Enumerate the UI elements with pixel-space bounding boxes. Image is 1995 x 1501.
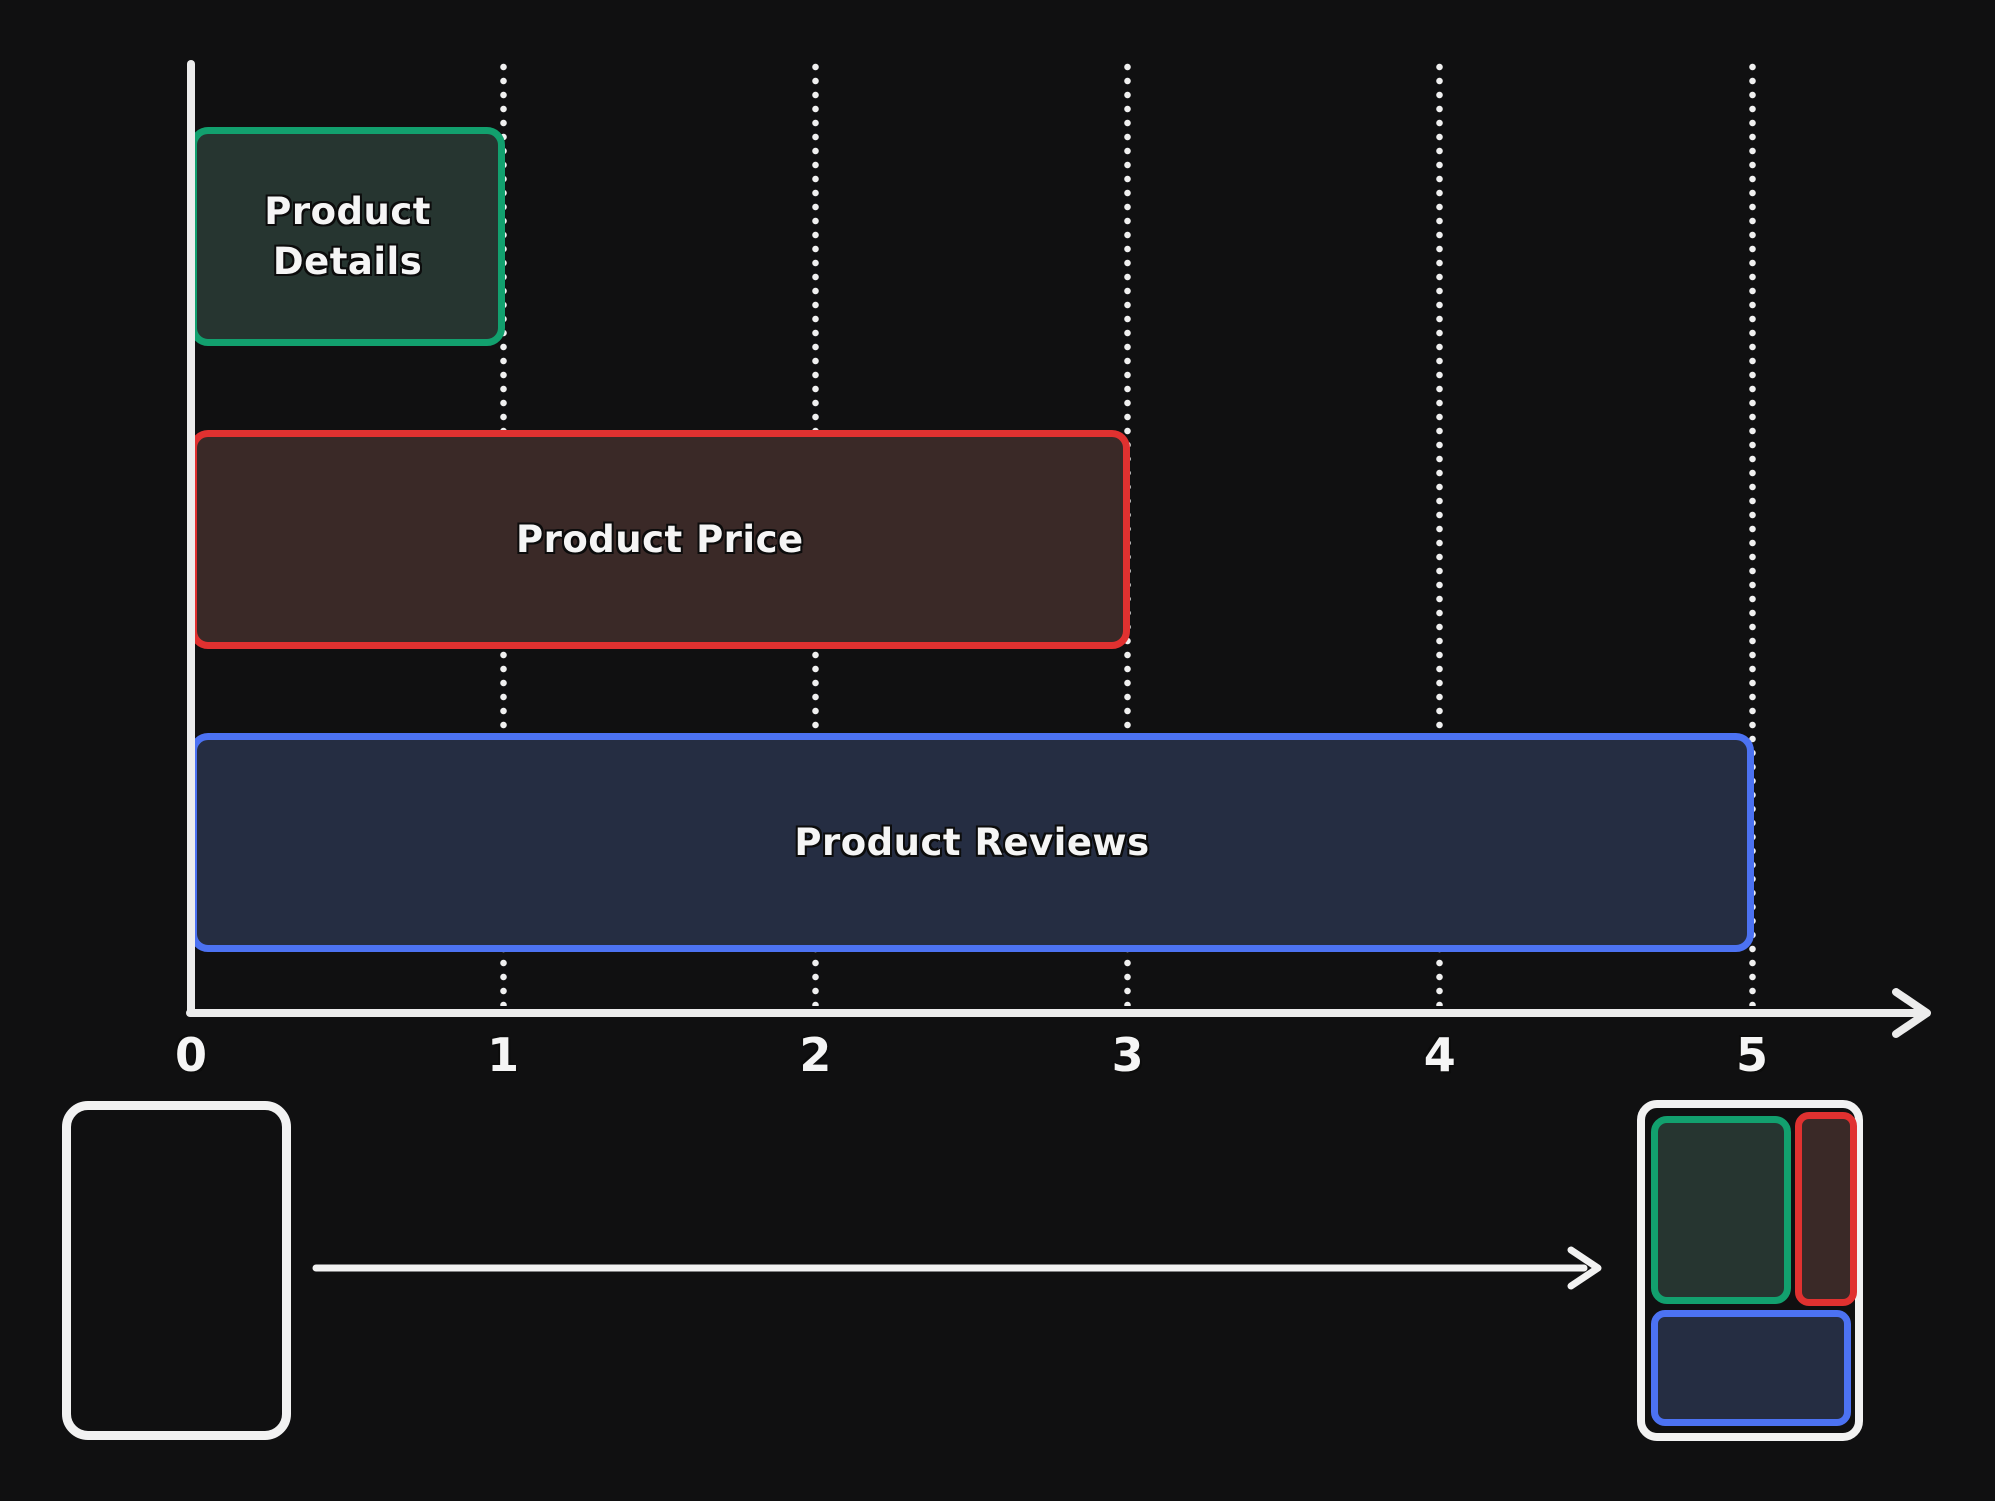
- x-axis-arrowhead-icon: [1892, 988, 1931, 1038]
- x-tick-label: 1: [487, 1028, 520, 1082]
- bar-label: Product Reviews: [794, 820, 1150, 864]
- y-axis-line: [187, 60, 195, 1016]
- x-axis-line: [186, 988, 1931, 1038]
- x-tick-label: 3: [1111, 1028, 1144, 1082]
- x-tick-label: 4: [1423, 1028, 1456, 1082]
- transform-arrow-icon: [312, 1246, 1602, 1290]
- x-tick-label: 5: [1735, 1028, 1769, 1082]
- bar-product-reviews: Product Reviews: [190, 733, 1754, 952]
- x-tick-label: 2: [799, 1028, 832, 1082]
- reviews-region: [1651, 1310, 1851, 1426]
- empty-page-box: [62, 1101, 291, 1440]
- bar-label: Product Details: [264, 189, 431, 283]
- details-region: [1651, 1116, 1791, 1304]
- price-region: [1795, 1112, 1857, 1306]
- gridline: [1748, 60, 1756, 1006]
- gridline: [1436, 60, 1444, 1006]
- composed-page-box: [1637, 1100, 1863, 1441]
- bar-label: Product Price: [515, 517, 804, 561]
- bar-product-price: Product Price: [190, 430, 1130, 649]
- bar-product-details: Product Details: [190, 127, 506, 346]
- x-tick-label: 0: [174, 1028, 208, 1082]
